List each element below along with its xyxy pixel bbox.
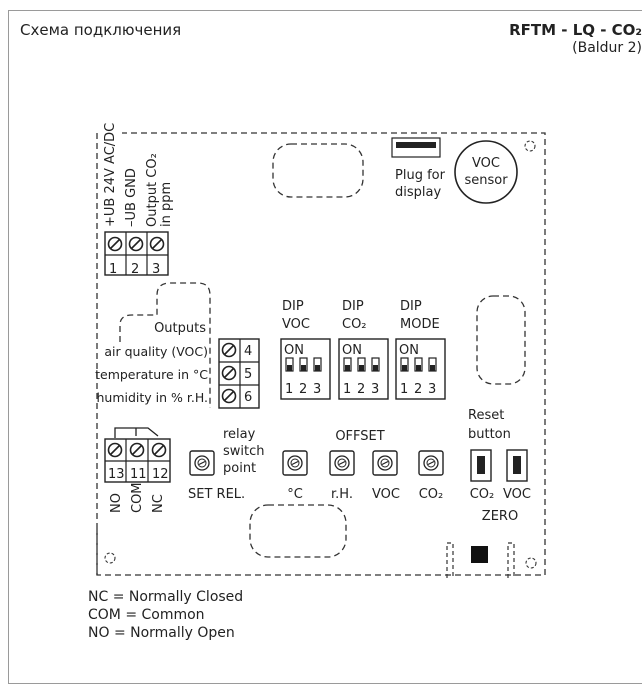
screw-icon [129, 442, 145, 458]
cutout-bottom [249, 504, 347, 558]
screw-icon [128, 236, 144, 252]
mount-hole-bottom-left [104, 552, 116, 564]
label-plug-1: Plug for [395, 168, 446, 183]
offset-temp-label: °C [287, 487, 303, 502]
bottom-component [446, 542, 515, 578]
dip-mode-num-2: 2 [414, 382, 422, 397]
relay-no-label: NO [109, 493, 124, 513]
screw-icon [221, 342, 237, 358]
board-outline [96, 132, 546, 576]
set-rel-label: SET REL. [188, 487, 245, 502]
dip-mode-num-1: 1 [400, 382, 408, 397]
relay-terminal-block [104, 427, 171, 483]
page-title: Схема подключения [20, 21, 182, 39]
terminal-6: 6 [244, 390, 252, 405]
relay-switch-point-3: point [223, 461, 256, 476]
dip-voc-num-2: 2 [299, 382, 307, 397]
dip-co2-num-3: 3 [371, 382, 379, 397]
cutout-right [476, 295, 526, 385]
reset-label-2: button [468, 427, 511, 442]
label-power-gnd: –UB GND [124, 168, 139, 227]
dip-co2-num-2: 2 [357, 382, 365, 397]
label-voc-sensor-2: sensor [464, 173, 508, 188]
zero-label: ZERO [482, 509, 518, 524]
legend-no: NO = Normally Open [88, 625, 235, 641]
reset-voc-label: VOC [503, 487, 531, 502]
dip-co2-title-1: DIP [342, 299, 364, 314]
screw-icon [221, 388, 237, 404]
offset-humidity-trimmer[interactable] [329, 450, 355, 476]
dip-voc-title-2: VOC [282, 317, 310, 332]
reset-co2-button[interactable] [470, 449, 492, 482]
model-variant: (Baldur 2) [572, 40, 642, 56]
terminal-2: 2 [131, 262, 139, 277]
outputs-terminal-block [218, 338, 260, 409]
output-voc-label: air quality (VOC) [104, 344, 208, 359]
output-humidity-label: humidity in % r.H. [96, 390, 208, 405]
label-output-co2: Output CO₂ [145, 153, 160, 227]
reset-co2-label: CO₂ [470, 487, 495, 502]
display-plug-connector [391, 137, 441, 158]
offset-title: OFFSET [335, 429, 384, 444]
relay-com-label: COM [130, 482, 145, 513]
terminal-1: 1 [109, 262, 117, 277]
legend-com: COM = Common [88, 607, 205, 623]
mount-hole-bottom-right [525, 557, 537, 569]
dip-switch-voc[interactable] [280, 338, 331, 400]
dip-mode-title-1: DIP [400, 299, 422, 314]
offset-temperature-trimmer[interactable] [282, 450, 308, 476]
output-temp-label: temperature in °C [95, 367, 208, 382]
relay-switch-point-1: relay [223, 427, 256, 442]
mount-hole-top-right [524, 140, 536, 152]
screw-icon [149, 236, 165, 252]
dip-mode-num-3: 3 [428, 382, 436, 397]
dip-voc-num-3: 3 [313, 382, 321, 397]
voc-sensor [454, 140, 518, 204]
relay-nc-label: NC [151, 494, 166, 513]
cutout-top [272, 143, 364, 198]
screw-icon [107, 442, 123, 458]
label-output-ppm: in ppm [159, 182, 174, 227]
outputs-cutout [119, 282, 211, 408]
screw-icon [107, 236, 123, 252]
dip-mode-on: ON [399, 343, 419, 358]
model-name: RFTM - LQ - CO₂ [509, 21, 642, 39]
offset-rh-label: r.H. [331, 487, 353, 502]
offset-co2-label: CO₂ [419, 487, 444, 502]
power-terminal-block [104, 231, 169, 276]
offset-voc-trimmer[interactable] [372, 450, 398, 476]
label-plug-2: display [395, 185, 441, 200]
terminal-12: 12 [152, 467, 169, 482]
label-voc-sensor-1: VOC [472, 156, 500, 171]
terminal-11: 11 [130, 467, 147, 482]
screw-icon [151, 442, 167, 458]
relay-setpoint-trimmer[interactable] [189, 450, 215, 476]
dip-switch-co2[interactable] [338, 338, 389, 400]
offset-co2-trimmer[interactable] [418, 450, 444, 476]
dip-co2-title-2: CO₂ [342, 317, 367, 332]
dip-voc-num-1: 1 [285, 382, 293, 397]
terminal-13: 13 [108, 467, 125, 482]
relay-switch-point-2: switch [223, 444, 265, 459]
screw-icon [221, 365, 237, 381]
dip-voc-title-1: DIP [282, 299, 304, 314]
outputs-title: Outputs [154, 321, 206, 336]
dip-mode-title-2: MODE [400, 317, 440, 332]
dip-voc-on: ON [284, 343, 304, 358]
legend-nc: NC = Normally Closed [88, 589, 244, 605]
dip-co2-num-1: 1 [343, 382, 351, 397]
reset-label-1: Reset [468, 408, 504, 423]
dip-co2-on: ON [342, 343, 362, 358]
terminal-4: 4 [244, 344, 252, 359]
terminal-3: 3 [152, 262, 160, 277]
reset-voc-button[interactable] [506, 449, 528, 482]
dip-switch-mode[interactable] [395, 338, 446, 400]
terminal-5: 5 [244, 367, 252, 382]
label-power-plus: +UB 24V AC/DC [103, 123, 118, 227]
offset-voc-label: VOC [372, 487, 400, 502]
